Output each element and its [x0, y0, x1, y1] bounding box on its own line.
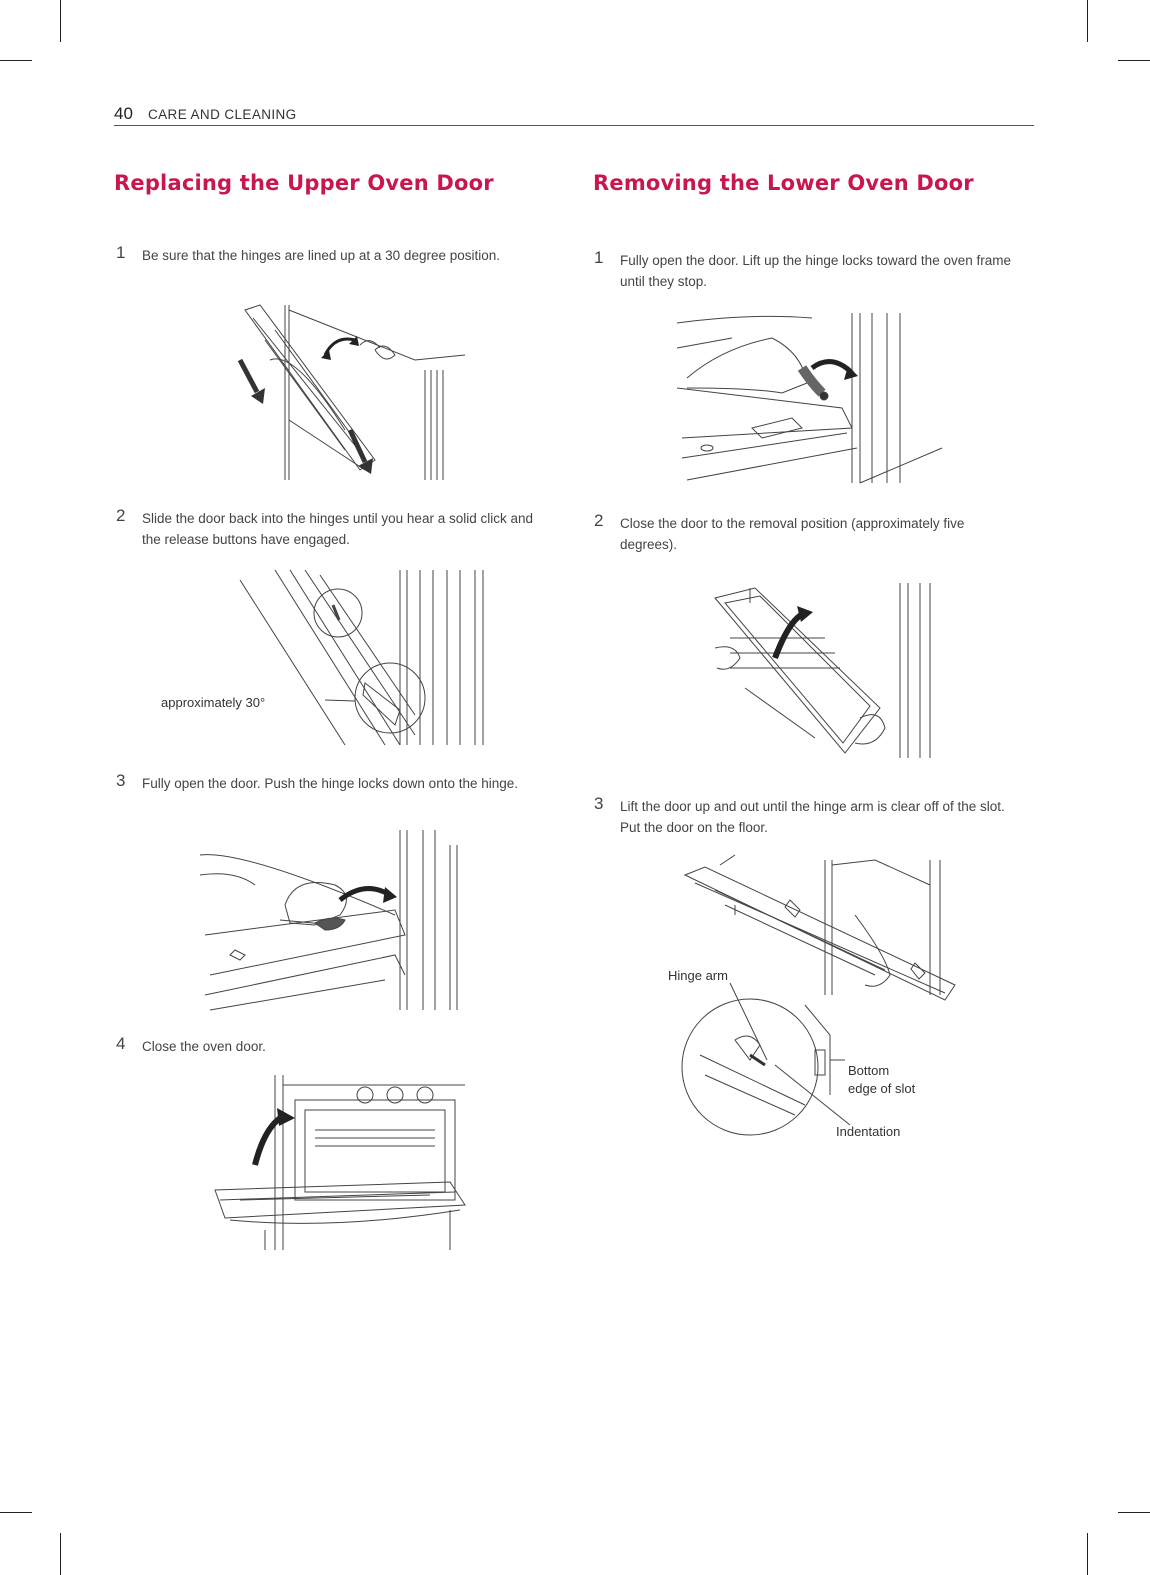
section-label: CARE AND CLEANING: [148, 107, 297, 122]
step-number: 3: [594, 794, 604, 813]
figure-close-oven-door: [205, 1070, 470, 1255]
step-number: 4: [116, 1034, 126, 1053]
figure-slide-door-into-hinges: [235, 565, 490, 750]
crop-mark: [1118, 1512, 1150, 1513]
crop-mark: [0, 1512, 32, 1513]
step-number: 1: [116, 243, 126, 262]
figure-push-hinge-locks-down: [195, 825, 470, 1015]
crop-mark: [1087, 0, 1088, 42]
step-number: 2: [116, 506, 126, 525]
figure-replace-hinge-alignment: [225, 300, 470, 485]
figure-lift-door-out: [675, 854, 960, 1155]
step-number: 3: [116, 771, 126, 790]
crop-mark: [1118, 60, 1150, 61]
step-text: Lift the door up and out until the hinge…: [620, 799, 1005, 835]
crop-mark: [1087, 1533, 1088, 1575]
step-number: 1: [594, 248, 604, 267]
figure-close-to-removal-position: [705, 578, 950, 763]
angle-label: approximately 30°: [161, 695, 266, 710]
right-title: Removing the Lower Oven Door: [593, 171, 974, 195]
step-text: Fully open the door. Push the hinge lock…: [142, 776, 519, 791]
left-title: Replacing the Upper Oven Door: [114, 171, 494, 195]
step-text: Fully open the door. Lift up the hinge l…: [620, 253, 1011, 289]
figure-lift-hinge-locks: [672, 308, 950, 488]
page-number: 40: [114, 104, 133, 123]
bottom-edge-label-2: edge of slot: [848, 1081, 916, 1096]
bottom-edge-label-1: Bottom: [848, 1063, 890, 1078]
page-header: 40 CARE AND CLEANING: [114, 104, 1034, 126]
step-text: Close the door to the removal position (…: [620, 516, 965, 552]
indentation-label: Indentation: [836, 1124, 901, 1139]
crop-mark: [0, 60, 32, 61]
step-text: Close the oven door.: [142, 1039, 266, 1054]
crop-mark: [60, 0, 61, 42]
step-text: Be sure that the hinges are lined up at …: [142, 248, 501, 263]
step-text: Slide the door back into the hinges unti…: [142, 511, 533, 547]
hinge-arm-label: Hinge arm: [668, 968, 728, 983]
crop-mark: [60, 1533, 61, 1575]
step-number: 2: [594, 511, 604, 530]
